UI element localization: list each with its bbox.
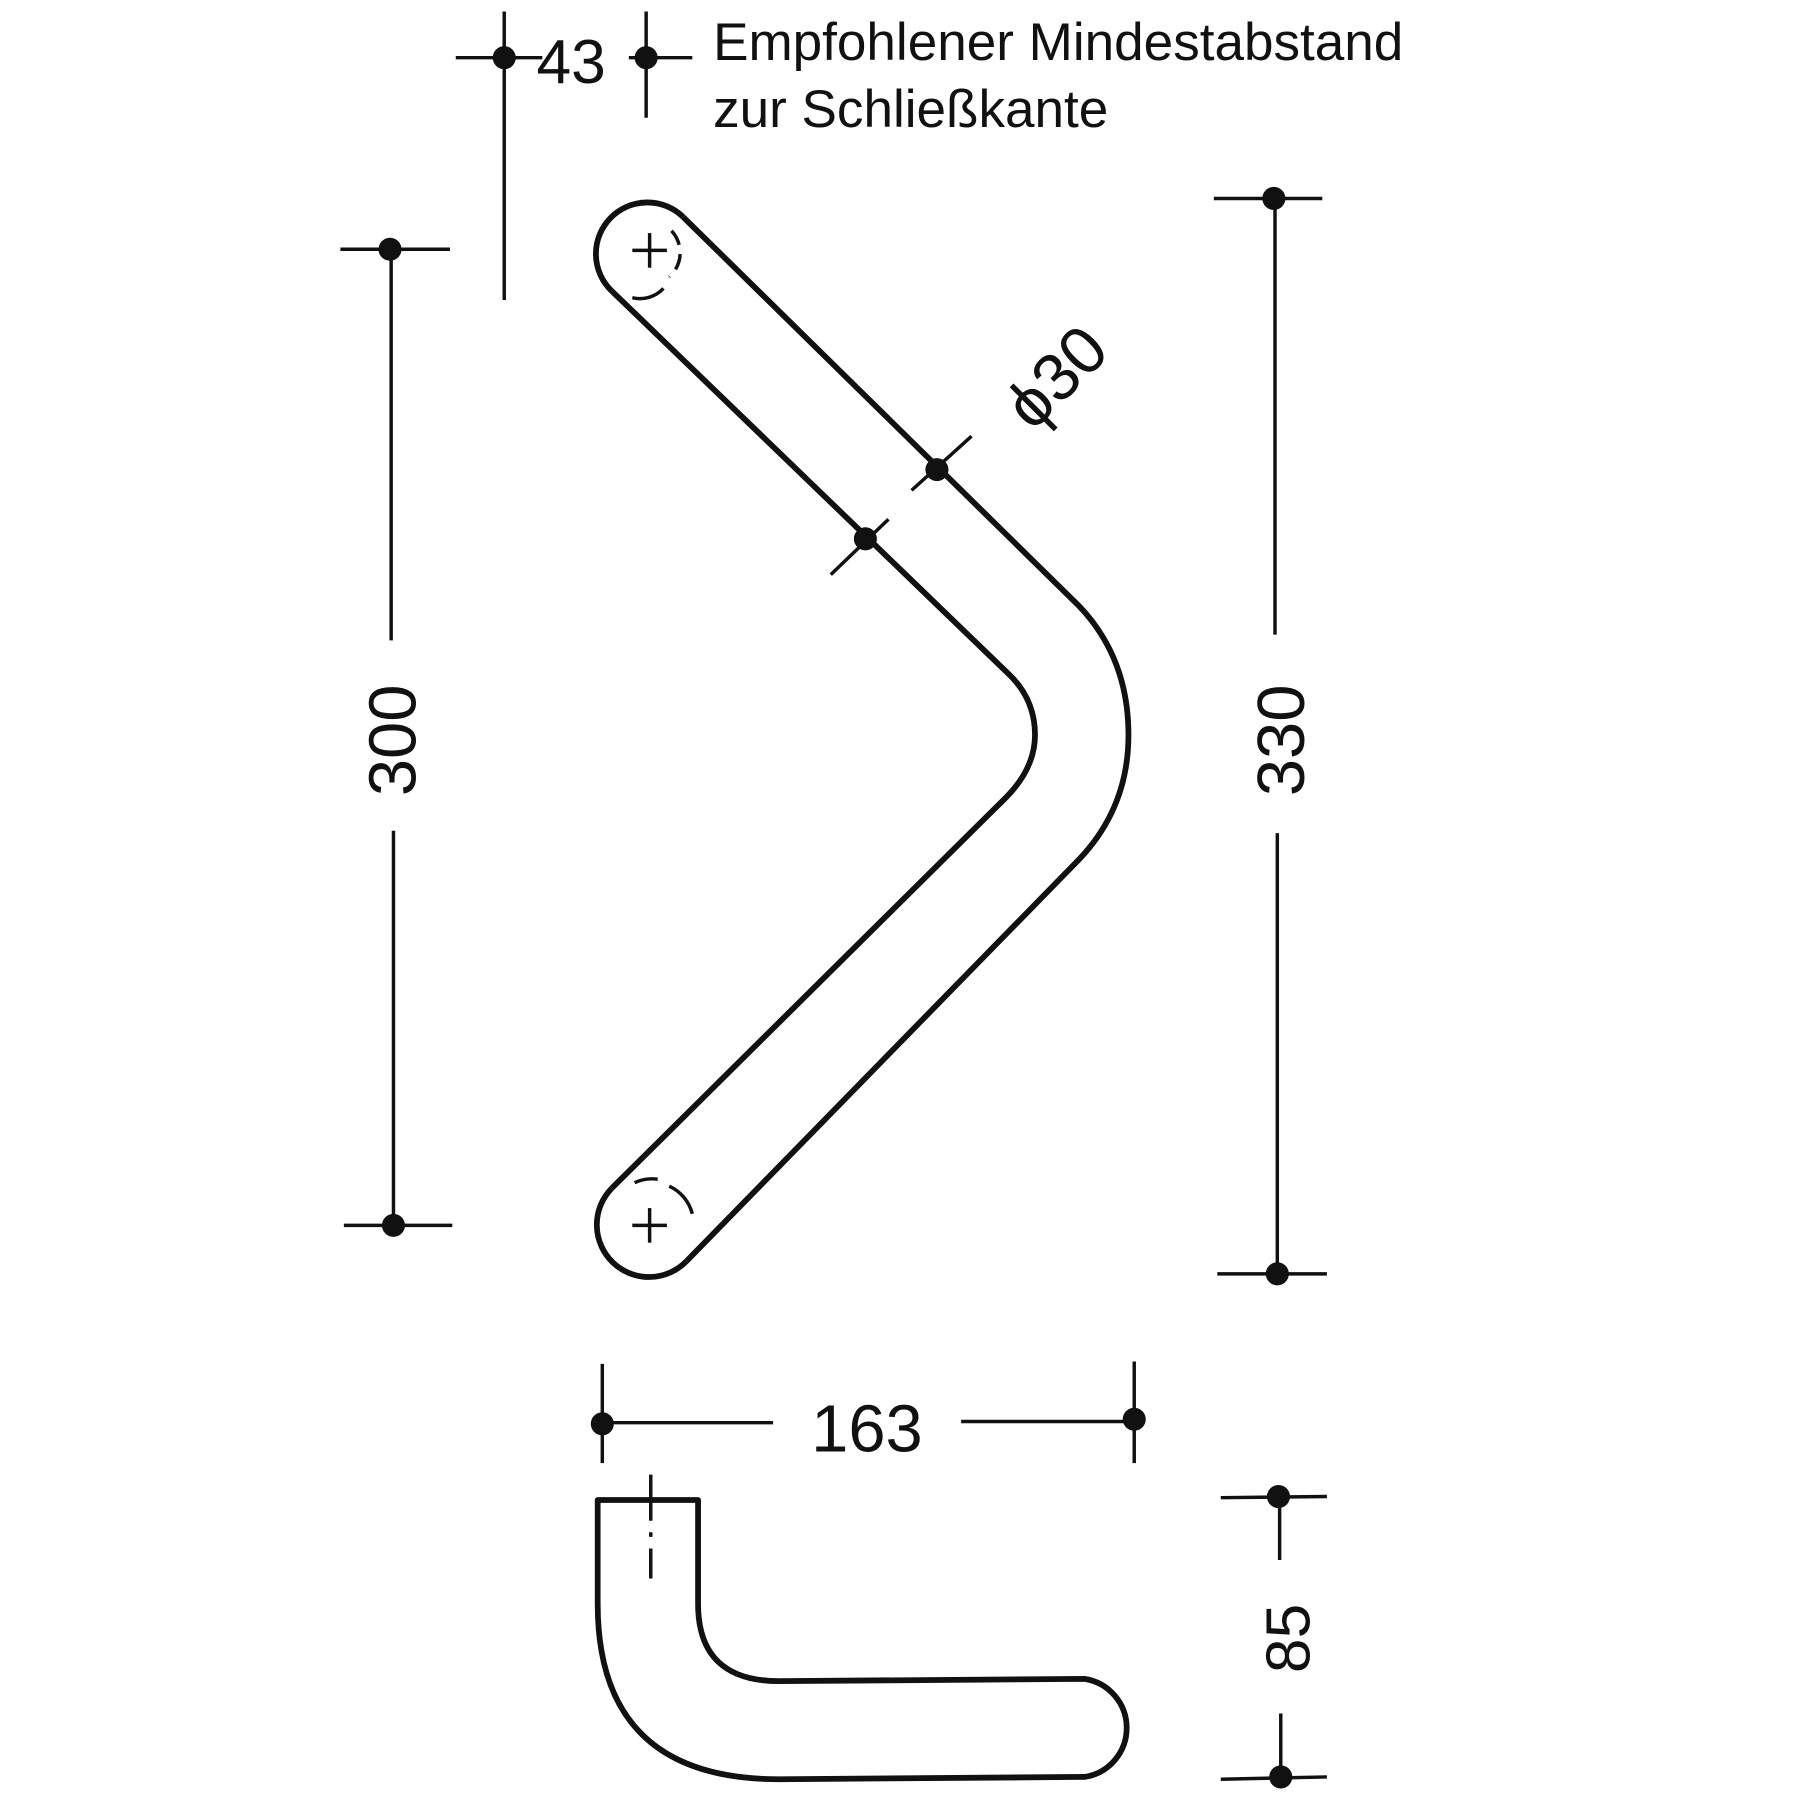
diameter-label: ϕ30 <box>990 311 1122 443</box>
height-330-label: 330 <box>1244 685 1319 797</box>
height-300-label: 300 <box>355 685 430 797</box>
note-line-1: Empfohlener Mindestabstand <box>713 13 1403 72</box>
diameter-dimension: ϕ30 <box>829 311 1122 576</box>
height-330-dimension: 330 <box>1213 186 1327 1286</box>
projection-85-label: 85 <box>1255 1604 1324 1673</box>
min-distance-dimension: 43 <box>455 11 693 300</box>
note-line-2: zur Schließkante <box>713 80 1108 139</box>
mounting-point-bottom <box>632 1177 694 1243</box>
height-300-dimension: 300 <box>340 237 453 1237</box>
handle-top-view: ϕ30 <box>593 199 1132 1280</box>
width-163-label: 163 <box>811 1392 923 1467</box>
width-163-dimension: 163 <box>590 1361 1146 1467</box>
mounting-point-top <box>631 229 682 301</box>
projection-85-dimension: 85 <box>1220 1485 1327 1789</box>
min-distance-label: 43 <box>537 28 606 97</box>
handle-side-view <box>594 1474 1130 1783</box>
